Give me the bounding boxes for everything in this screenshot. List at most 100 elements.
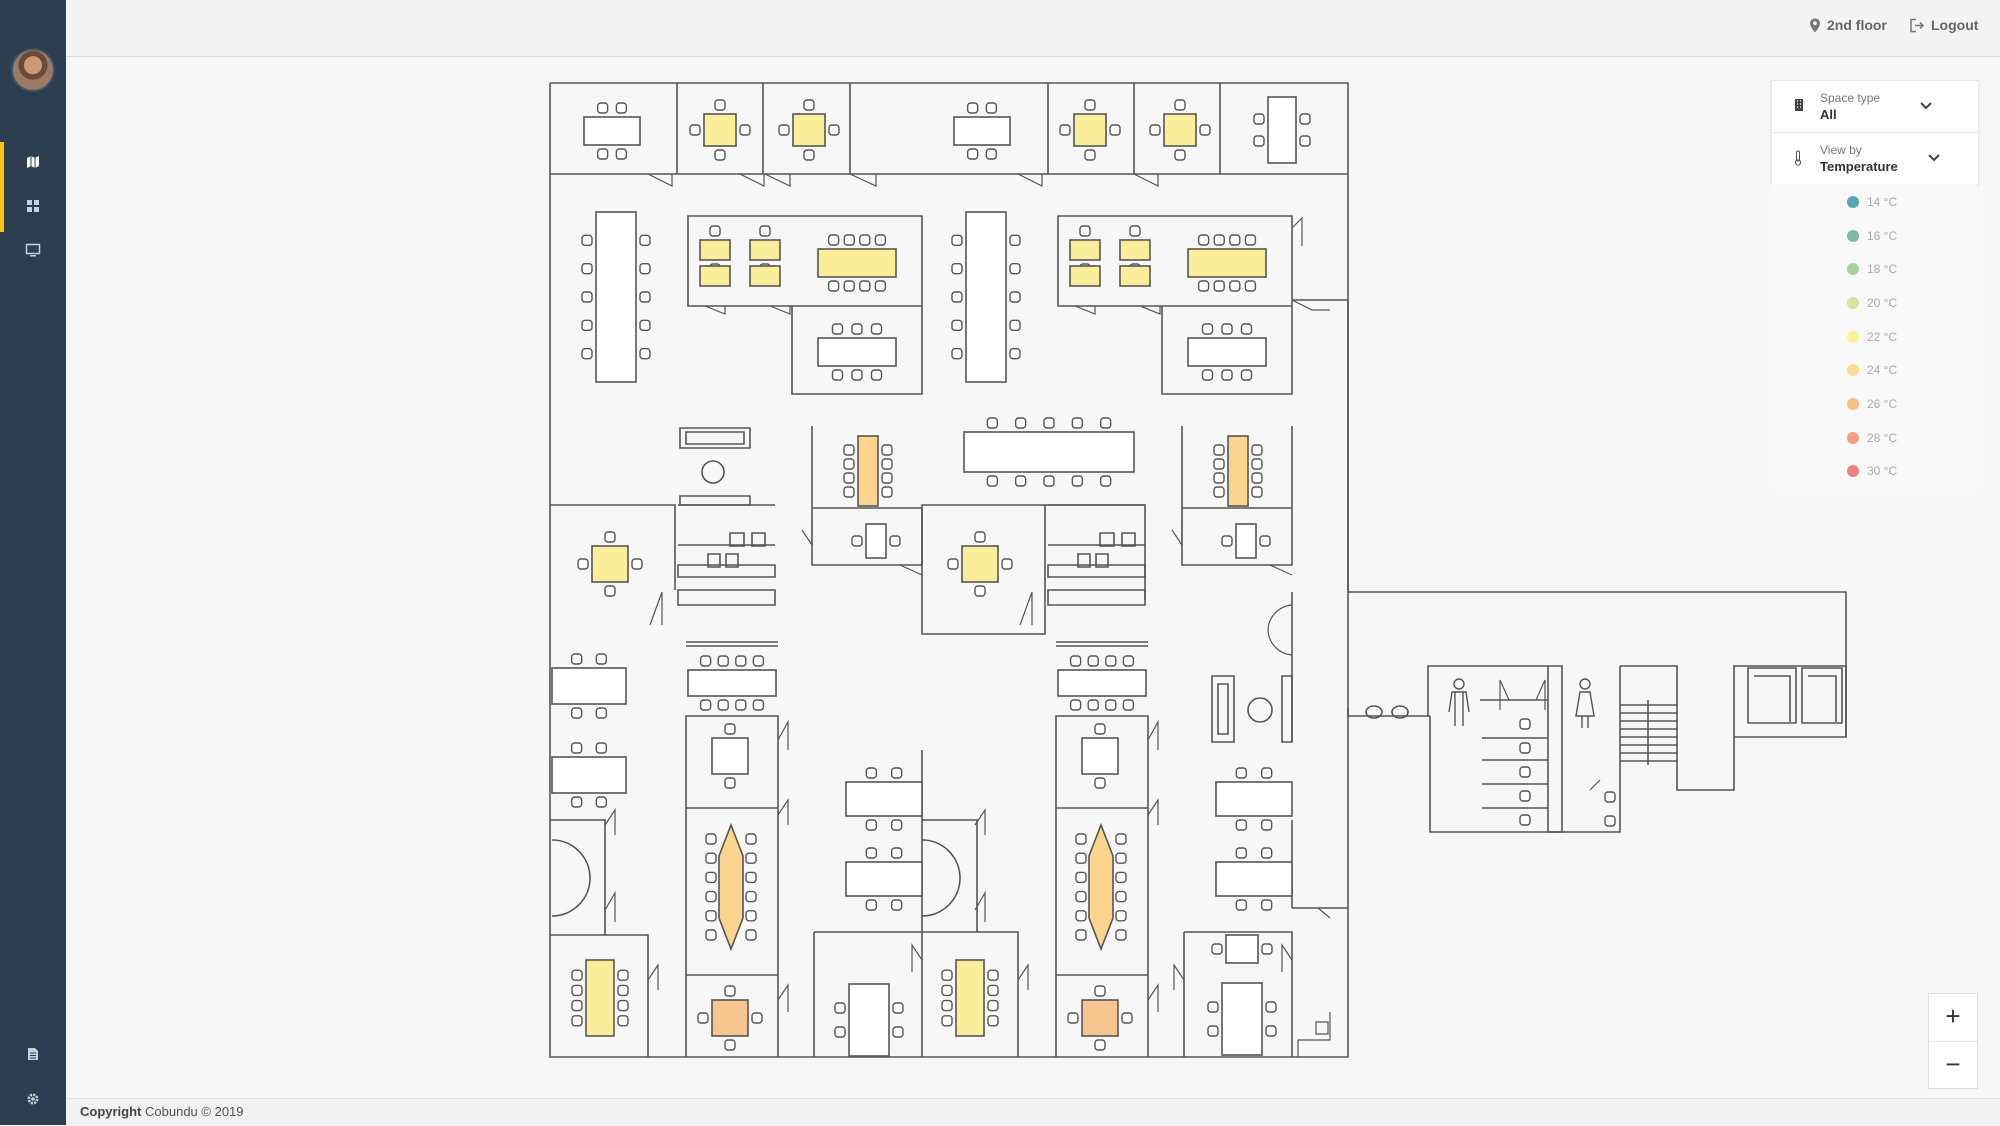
floor-selector[interactable]: 2nd floor (1809, 17, 1887, 33)
meeting-table[interactable] (1227, 435, 1249, 507)
chair (705, 910, 717, 922)
desk[interactable] (865, 523, 887, 559)
meeting-table[interactable] (1088, 822, 1114, 952)
chair (739, 124, 751, 136)
desk[interactable] (1221, 982, 1263, 1056)
chair (831, 323, 844, 335)
chair (941, 969, 953, 981)
desk[interactable] (1119, 265, 1151, 287)
meeting-table[interactable] (963, 431, 1135, 473)
chair (1221, 535, 1233, 547)
desk[interactable] (961, 545, 999, 583)
chair (1075, 871, 1087, 884)
chair (1235, 847, 1248, 859)
sidebar-item-map[interactable] (0, 140, 66, 184)
chair (639, 347, 651, 360)
desk[interactable] (1069, 239, 1101, 261)
top-bar: 2nd floor Logout (66, 0, 2000, 57)
desk[interactable] (1119, 239, 1151, 261)
chair (1213, 234, 1225, 246)
zoom-in-button[interactable]: + (1945, 1001, 1961, 1031)
chair (1075, 852, 1087, 864)
desk[interactable] (583, 116, 641, 146)
meeting-table[interactable] (955, 959, 985, 1037)
meeting-table[interactable] (1187, 337, 1267, 367)
sidebar: → (0, 0, 88, 1125)
desk[interactable] (1215, 781, 1293, 817)
meeting-table[interactable] (857, 435, 879, 507)
chair (890, 899, 903, 911)
avatar[interactable] (11, 48, 55, 92)
desk[interactable] (749, 239, 781, 261)
desk[interactable] (595, 211, 637, 383)
desk[interactable] (845, 781, 923, 817)
dashboard-icon (27, 200, 39, 212)
chair (759, 225, 771, 237)
chair (1519, 718, 1531, 730)
desk[interactable] (792, 113, 826, 147)
desk[interactable] (711, 737, 749, 775)
meeting-table[interactable] (817, 248, 897, 278)
legend-dot (1847, 263, 1859, 275)
desk[interactable] (845, 861, 923, 897)
chair (1014, 475, 1027, 487)
door-swing (1267, 604, 1293, 656)
chair (1251, 458, 1263, 470)
map-icon (27, 156, 39, 168)
chair (1261, 943, 1273, 955)
desk[interactable] (965, 211, 1007, 383)
chair (1115, 910, 1127, 922)
desk[interactable] (703, 113, 737, 147)
chair (831, 369, 844, 381)
desk[interactable] (1235, 523, 1257, 559)
copyright-text: Cobundu © 2019 (145, 1104, 244, 1119)
meeting-table[interactable] (817, 337, 897, 367)
view-by-dropdown[interactable]: View by Temperature (1772, 133, 1978, 184)
desk[interactable] (749, 265, 781, 287)
sidebar-item-monitor[interactable] (0, 228, 66, 272)
chair (851, 535, 863, 547)
chair (724, 723, 736, 735)
chair (617, 984, 629, 997)
desk[interactable] (848, 983, 890, 1057)
meeting-table[interactable] (687, 669, 777, 697)
chair (1260, 767, 1273, 779)
sidebar-item-settings[interactable] (0, 1077, 66, 1121)
desk[interactable] (551, 756, 627, 794)
meeting-table[interactable] (718, 822, 744, 952)
chair (570, 796, 583, 808)
chair (705, 852, 717, 864)
desk[interactable] (1081, 737, 1119, 775)
chair (577, 558, 589, 570)
sidebar-item-documents[interactable] (0, 1032, 66, 1076)
zoom-out-button[interactable]: − (1929, 1041, 1977, 1089)
legend-dot (1847, 398, 1859, 410)
desk[interactable] (1267, 96, 1297, 164)
logout-button[interactable]: Logout (1909, 17, 1978, 33)
desk[interactable] (551, 667, 627, 705)
meeting-table[interactable] (1187, 248, 1267, 278)
legend-dot (1847, 331, 1859, 343)
desk[interactable] (711, 999, 749, 1037)
floor-plan-map[interactable] (66, 57, 2000, 1097)
chair (1213, 486, 1225, 498)
chair (941, 984, 953, 997)
desk[interactable] (591, 545, 629, 583)
chair (1213, 280, 1225, 292)
desk[interactable] (1069, 265, 1101, 287)
space-type-dropdown[interactable]: Space type All (1772, 81, 1978, 133)
meeting-table[interactable] (585, 959, 615, 1037)
desk[interactable] (699, 265, 731, 287)
chair (1071, 475, 1084, 487)
desk[interactable] (1081, 999, 1119, 1037)
desk[interactable] (1073, 113, 1107, 147)
building-icon (1795, 99, 1803, 111)
desk[interactable] (953, 116, 1011, 146)
desk[interactable] (699, 239, 731, 261)
desk[interactable] (1215, 861, 1293, 897)
sidebar-item-dashboard[interactable] (0, 184, 66, 228)
desk[interactable] (1225, 934, 1259, 964)
desk[interactable] (1163, 113, 1197, 147)
meeting-table[interactable] (1057, 669, 1147, 697)
chair (1197, 234, 1210, 246)
